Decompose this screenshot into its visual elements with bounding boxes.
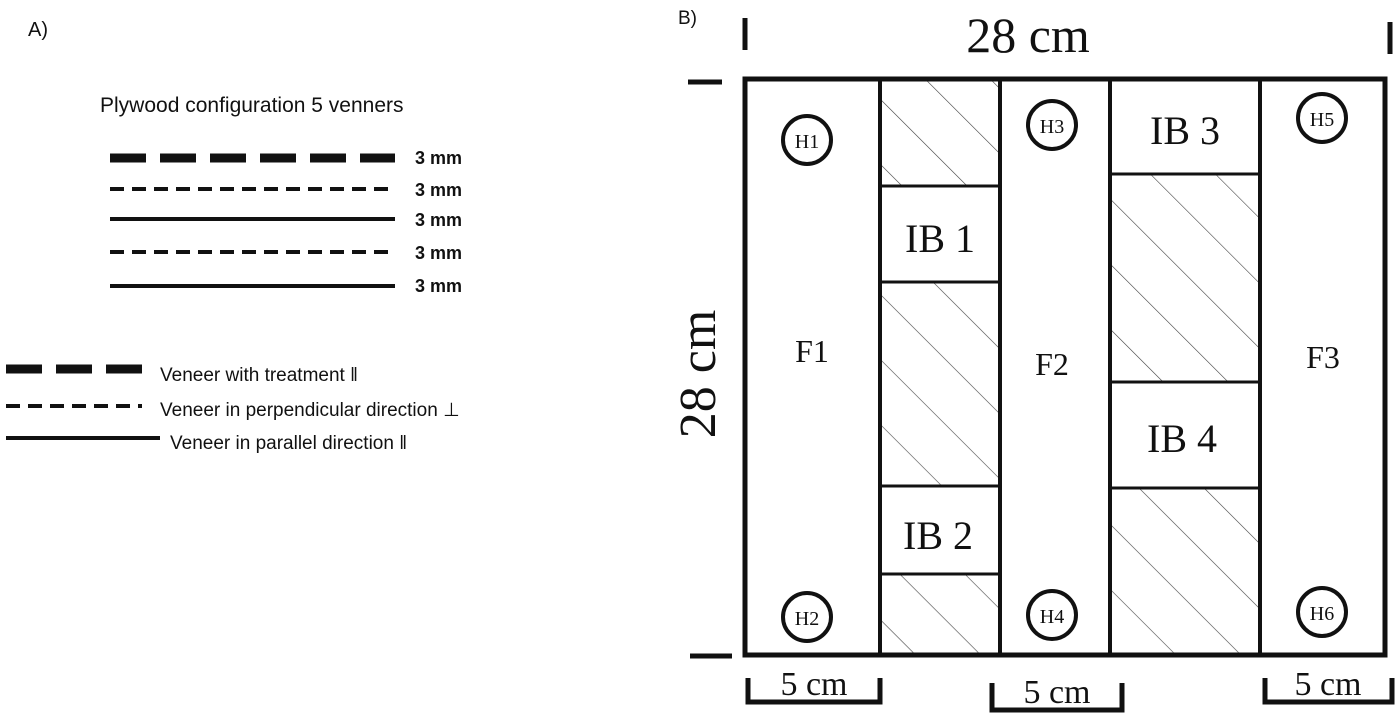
plywood-config-title: Plywood configuration 5 venners: [100, 94, 404, 117]
layer-thickness: 3 mm: [415, 210, 462, 230]
ib-label-4: IB 4: [1147, 416, 1217, 461]
holes: H1 H2 H3 H4 H5 H6: [781, 92, 1348, 643]
veneer-legend: Veneer with treatment ‖ Veneer in perpen…: [6, 364, 460, 454]
hole-label-h4: H4: [1040, 606, 1064, 628]
hatched-region: [1110, 488, 1260, 654]
dimension-bracket: [745, 678, 883, 705]
hole-h2: [781, 591, 833, 643]
hole-label-h6: H6: [1310, 603, 1334, 625]
hole-h6: [1296, 586, 1348, 638]
layer-thickness: 3 mm: [415, 148, 462, 168]
hole-label-h3: H3: [1040, 116, 1064, 138]
panel-a-label: A): [28, 19, 48, 41]
ib-label-2: IB 2: [903, 513, 973, 558]
strip-label-f3: F3: [1306, 339, 1340, 375]
hatched-waste-regions: [880, 80, 1260, 654]
layer-thickness: 3 mm: [415, 180, 462, 200]
hatched-region: [1110, 174, 1260, 382]
strip-label-f1: F1: [795, 333, 829, 369]
panel-b: B) 28 cm 28 cm F1 F2: [670, 7, 1395, 713]
legend-text-treatment: Veneer with treatment ‖: [160, 365, 358, 386]
panel-a: A) Plywood configuration 5 venners 3 mm …: [6, 19, 462, 454]
hole-h5: [1296, 92, 1348, 144]
bottom-dimension-label: 5 cm: [1023, 674, 1090, 711]
dimension-bracket: [1262, 678, 1395, 705]
legend-text-perpendicular: Veneer in perpendicular direction ⊥: [160, 400, 460, 421]
top-dimension-label: 28 cm: [966, 7, 1090, 63]
board-outline: [742, 76, 1388, 658]
hatched-region: [880, 282, 1000, 486]
ib-label-3: IB 3: [1150, 108, 1220, 153]
hole-h1: [781, 114, 833, 166]
bottom-dimension-label: 5 cm: [780, 666, 847, 703]
layer-stack: 3 mm 3 mm 3 mm 3 mm 3 mm: [110, 148, 462, 296]
bottom-dimensions: 5 cm 5 cm 5 cm: [745, 666, 1395, 713]
ib-box-4: [1108, 380, 1262, 490]
hole-h4: [1026, 589, 1078, 641]
hole-label-h2: H2: [795, 608, 819, 630]
hole-label-h1: H1: [795, 131, 819, 153]
layer-thickness: 3 mm: [415, 276, 462, 296]
dimension-bracket: [989, 683, 1125, 713]
hatched-region: [880, 80, 1000, 186]
strip-label-f2: F2: [1035, 346, 1069, 382]
panel-b-label: B): [678, 8, 697, 29]
ib-box-2: [878, 484, 1002, 576]
ib-label-1: IB 1: [905, 216, 975, 261]
layer-thickness: 3 mm: [415, 243, 462, 263]
hatched-region: [880, 574, 1000, 654]
legend-text-parallel: Veneer in parallel direction ‖: [170, 433, 407, 454]
hole-label-h5: H5: [1310, 109, 1334, 131]
side-dimension-label: 28 cm: [670, 310, 727, 439]
bottom-dimension-label: 5 cm: [1294, 666, 1361, 703]
hole-h3: [1026, 99, 1078, 151]
